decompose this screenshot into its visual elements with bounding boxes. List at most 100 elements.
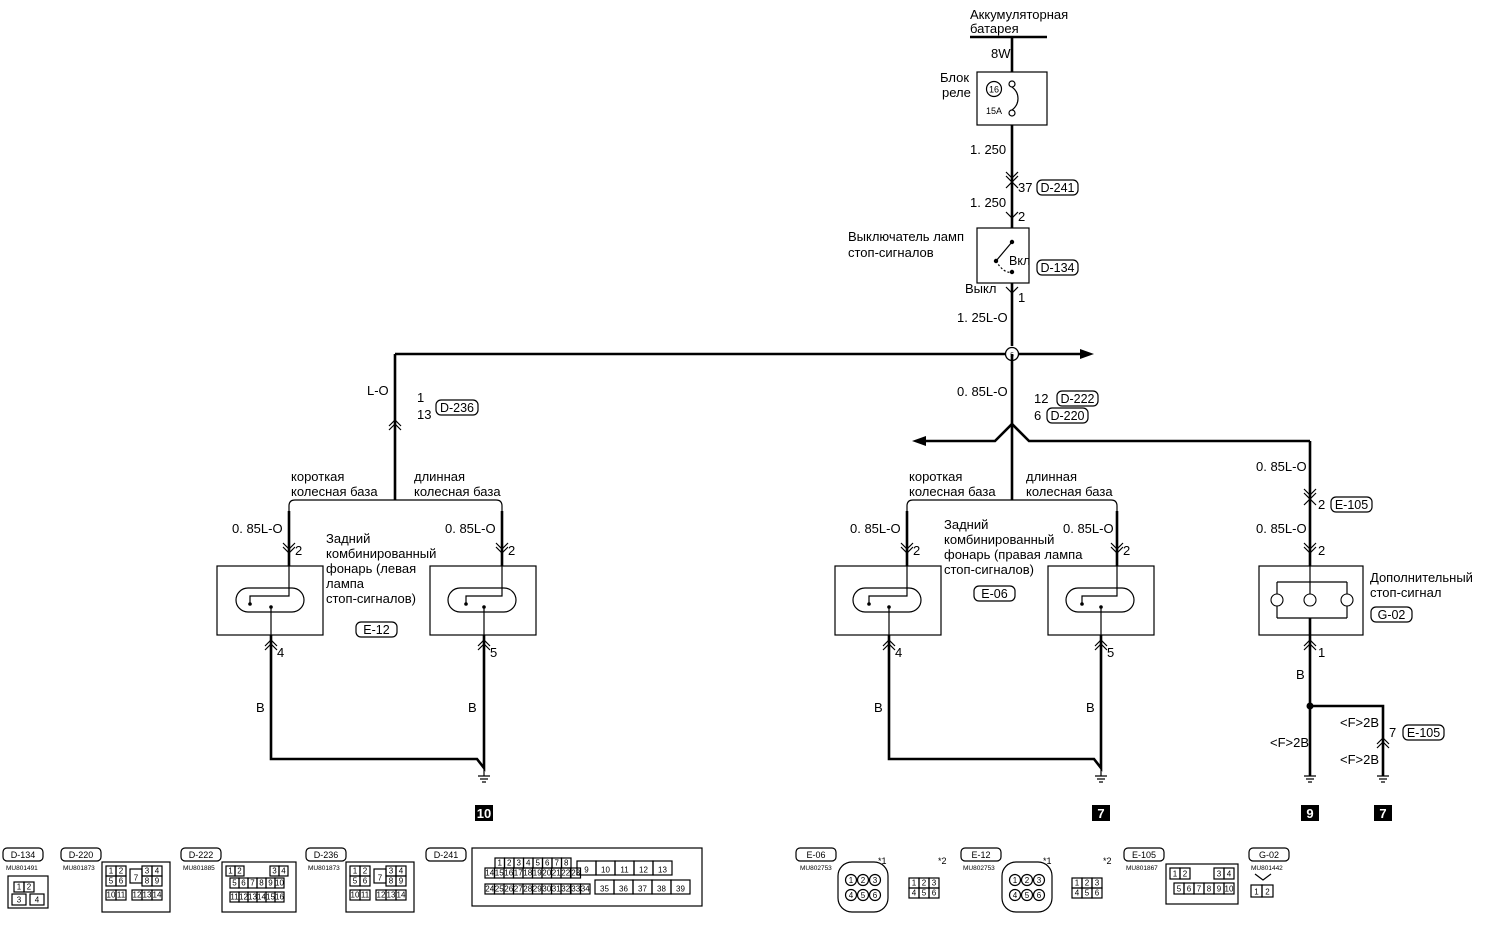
left-lamp2-dot (464, 602, 468, 606)
connector-pin-label: 14 (485, 869, 494, 878)
battery-label: Аккумуляторная (970, 7, 1068, 22)
connector-pin-cell (928, 887, 940, 899)
fuse-rating: 15A (986, 106, 1002, 116)
extra-label: Дополнительный (1370, 570, 1473, 585)
connector-pin-cell (868, 873, 882, 887)
switch-off-label: Выкл (965, 281, 996, 296)
connector-pin-label: 1 (912, 879, 917, 888)
left-lamp2-arrow-icon (495, 542, 509, 554)
left-lamp2-out-arrow-icon (477, 639, 491, 651)
connector-pin-label: 5 (1085, 889, 1090, 898)
connector-pin-label: 2 (1183, 870, 1188, 879)
conn-e105-label: E-105 (1335, 498, 1368, 512)
right-base-bracket (906, 499, 1118, 511)
connector-pin-label: 7 (134, 874, 139, 883)
stop-switch-box (976, 227, 1030, 284)
right-lamp-label-2: комбинированный (944, 532, 1054, 547)
connector-pin-cell (856, 873, 870, 887)
connector-pin-cell (1179, 867, 1191, 880)
connector-pin-label: 10 (351, 891, 360, 900)
connector-pin-label: 2 (1025, 876, 1030, 885)
legend-g02-tag (1248, 847, 1290, 862)
connector-pin-cell (278, 865, 289, 877)
conn-e12-tag (355, 621, 398, 638)
relay-block-label-2: реле (942, 85, 971, 100)
left-long-base: длинная (414, 469, 465, 484)
left-pin-13: 13 (417, 407, 431, 422)
connector-pin-label: 1 (109, 867, 114, 876)
connector-pin-label: 9 (155, 877, 160, 886)
left-lamp-label-5: стоп-сигналов) (326, 591, 416, 606)
conn-d236-tag (435, 399, 479, 416)
right-pin-12: 12 (1034, 391, 1048, 406)
right-lamp2-pin-in: 2 (1123, 543, 1130, 558)
connector-pin-cell (844, 873, 858, 887)
legend-e12-mark1: *1 (1043, 856, 1052, 866)
connector-pin-label: 6 (1187, 885, 1192, 894)
connector-pin-label: 18 (523, 869, 532, 878)
legend-e105-part: MU801867 (1126, 865, 1158, 872)
left-lamp2-bulb-icon (447, 587, 517, 613)
wire-extra-branch (1310, 704, 1385, 776)
legend-e12-tag (960, 847, 1002, 862)
connector-pin-label: 9 (399, 877, 404, 886)
right-lamp1-dot (867, 602, 871, 606)
connector-pin-cell (23, 881, 35, 893)
connector-pin-cell (395, 875, 407, 887)
legend-g02-key-icon (1254, 873, 1272, 881)
connector-pin-cell (570, 867, 582, 879)
connector-pin-label: 5 (232, 879, 237, 888)
right-lamp1-pin-in: 2 (913, 543, 920, 558)
connector-pin-cell (652, 860, 673, 876)
connector-pin-label: 10 (275, 879, 284, 888)
connector-pin-label: 22 (561, 869, 570, 878)
connector-pin-label: 8 (145, 877, 150, 886)
extra-label-2: стоп-сигнал (1370, 585, 1441, 600)
ground-7: 7 (1097, 806, 1104, 821)
conn-e105-tag-2 (1402, 724, 1445, 741)
connector-pin-label: 3 (932, 879, 937, 888)
connector-pin-cell (670, 879, 691, 895)
right-lamp2-wire: 0. 85L-O (1063, 521, 1114, 536)
conn-d241-tag (1036, 179, 1079, 196)
connector-pin-cell (1020, 888, 1034, 902)
connector-pin-label: 33 (571, 885, 580, 894)
right-lamp1-pin-out: 4 (895, 645, 902, 660)
connector-pin-label: 2 (1265, 888, 1270, 897)
left-lamp1-pin-out: 4 (277, 645, 284, 660)
left-lamp2-pin-in: 2 (508, 543, 515, 558)
right-gnd-wire2: B (1086, 700, 1095, 715)
connector-pin-label: 9 (268, 879, 273, 888)
connector-pin-label: 6 (241, 879, 246, 888)
connector-pin-label: 5 (861, 891, 866, 900)
connector-pin-label: 14 (397, 891, 406, 900)
connector-pin-label: 25 (495, 885, 504, 894)
connector-pin-label: 5 (1025, 891, 1030, 900)
extra-pin-out: 1 (1318, 645, 1325, 660)
ground-icon (1304, 775, 1316, 783)
connector-pin-label: 5 (536, 859, 541, 868)
connector-pin-cell (274, 877, 285, 889)
connector-pin-label: 6 (363, 877, 368, 886)
connector-pin-label: 14 (153, 891, 162, 900)
conn-d220-tag (1046, 407, 1089, 424)
connector-pin-label: 13 (658, 866, 667, 875)
connector-d241-arrow-icon-2 (1005, 181, 1019, 189)
connector-pin-label: 17 (514, 869, 523, 878)
legend-e12-body (1001, 861, 1053, 913)
conn-d222-tag (1056, 390, 1099, 407)
extra-pin-b: 2 (1318, 543, 1325, 558)
legend-e06-part: MU802753 (800, 865, 832, 872)
extra-bulb-3-icon (1340, 593, 1354, 607)
left-lamp1-wire: 0. 85L-O (232, 521, 283, 536)
legend-e105-body (1165, 863, 1239, 905)
right-lamp1-arrow-icon (900, 542, 914, 554)
connector-pin-cell (359, 875, 371, 887)
connector-pin-label: 9 (584, 866, 589, 875)
ground-7b-tag (1374, 805, 1392, 821)
right-lamp1-out-arrow-icon (882, 639, 896, 651)
